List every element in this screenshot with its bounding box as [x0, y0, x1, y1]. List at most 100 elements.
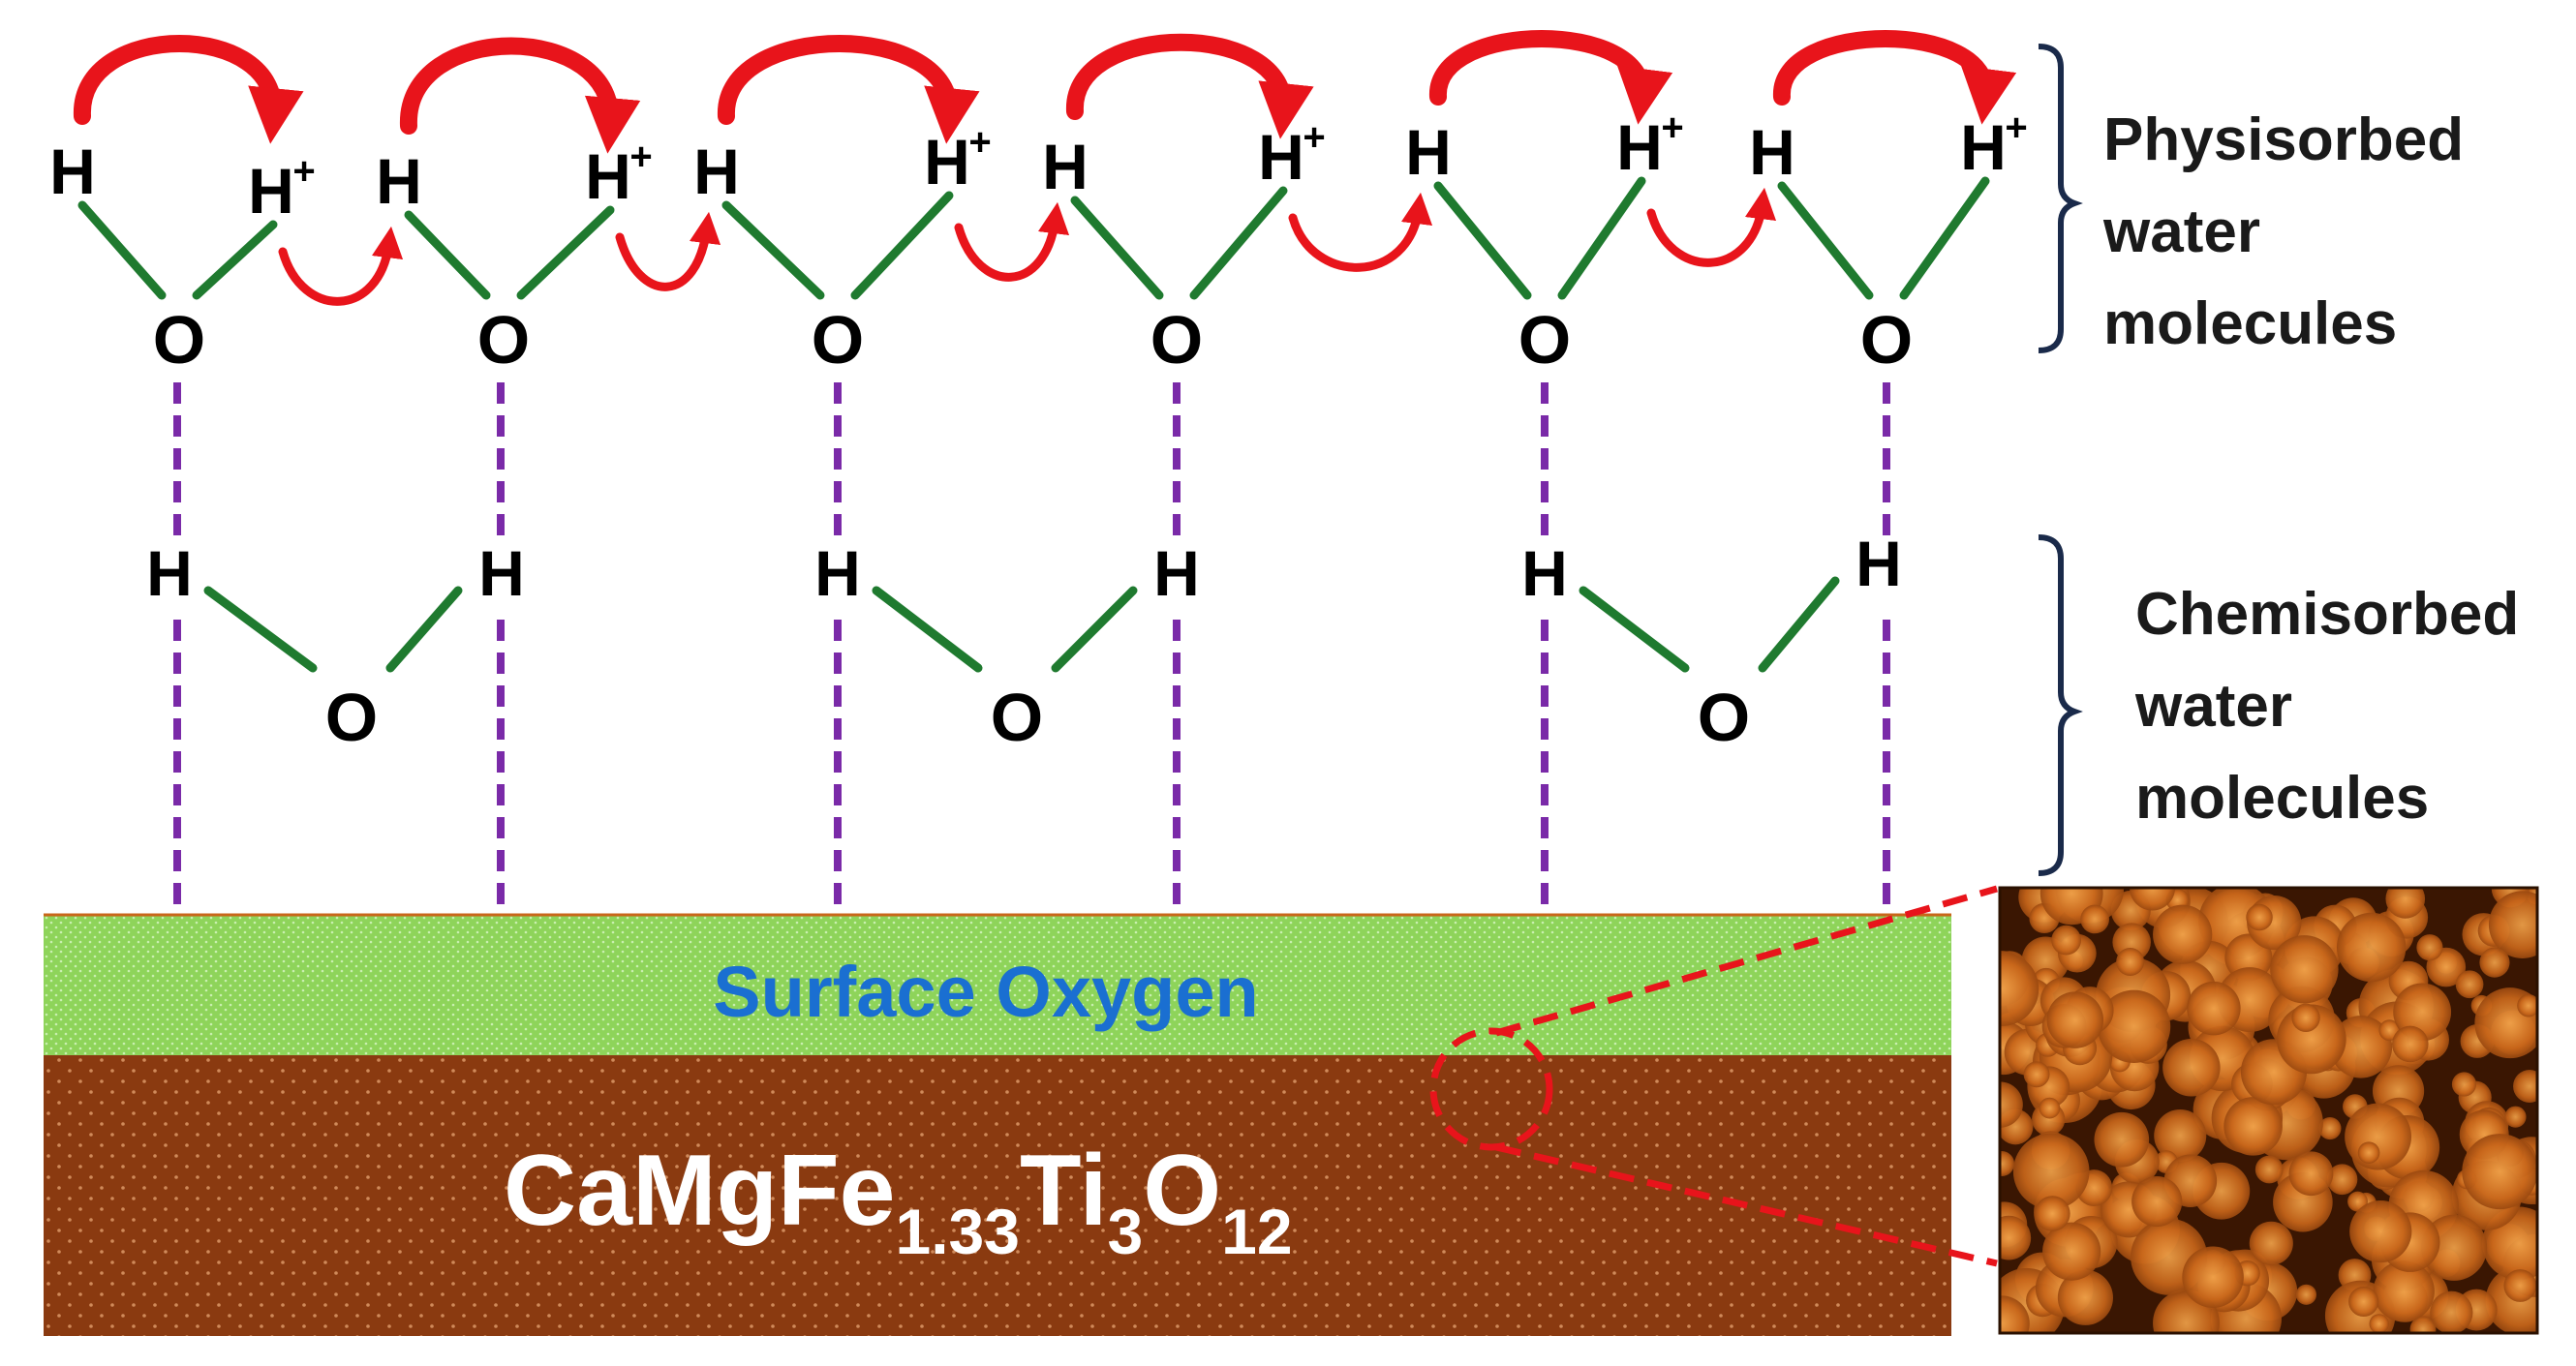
- hydrogen-atom: H: [376, 145, 422, 217]
- proton-atom: H: [924, 126, 970, 197]
- oh-bond: [1777, 181, 1874, 300]
- micrograph-grain: [2057, 1269, 2113, 1325]
- micrograph-grain: [2385, 888, 2426, 919]
- oh-bond: [1051, 586, 1138, 673]
- oh-bond: [192, 220, 278, 300]
- material-formula: CaMgFe1.33Ti3O12: [504, 1135, 1293, 1267]
- proton-atom: H: [1616, 111, 1663, 183]
- micrograph-grain: [2000, 1215, 2032, 1260]
- formula-part-3: O: [1143, 1135, 1221, 1247]
- chemisorbed-label-line-1: Chemisorbed: [2135, 581, 2519, 648]
- hydrogen-bonds: [173, 382, 1890, 905]
- micrograph-grain: [2349, 1200, 2412, 1263]
- micrograph-grain: [2451, 1072, 2477, 1097]
- micrograph-grain: [2000, 952, 2039, 1026]
- zoom-callout: [1429, 885, 1998, 1267]
- oxygen-atom: O: [1860, 302, 1913, 378]
- micrograph-grain: [2094, 1111, 2150, 1168]
- zoom-line-bottom: [1495, 1143, 1998, 1267]
- proton-hop-arrow-small: [615, 211, 721, 291]
- proton-hop-arrow-small: [1646, 187, 1777, 267]
- oh-bond: [385, 586, 463, 673]
- hydrogen-atom: H: [1855, 528, 1902, 599]
- hydrogen-atom: H: [1405, 116, 1452, 188]
- micrograph-grain: [2182, 1246, 2244, 1308]
- micrograph-grain: [2131, 1175, 2183, 1228]
- micrograph-grain: [2348, 1286, 2379, 1318]
- formula-sub-3: 12: [1221, 1196, 1292, 1267]
- oxygen-atom: O: [1518, 302, 1571, 378]
- physisorbed-label-line-1: Physisorbed: [2103, 106, 2464, 173]
- physisorbed-label-line-3: molecules: [2103, 290, 2397, 357]
- hydrogen-atom: H: [1042, 131, 1089, 202]
- substrate-layer: [44, 1055, 1951, 1336]
- micrograph-grain: [2455, 970, 2484, 999]
- oh-bond: [1579, 586, 1690, 673]
- hydrogen-atom: H: [1153, 537, 1200, 609]
- micrograph-grain: [2329, 1016, 2393, 1078]
- micrograph-grain: [2318, 1116, 2342, 1140]
- micrograph-grain: [2246, 903, 2273, 931]
- proton-charge: +: [629, 136, 652, 178]
- hydrogen-atom: H: [693, 136, 740, 207]
- micrograph-grain: [2223, 1097, 2283, 1156]
- oh-bond: [1758, 576, 1840, 673]
- hydrogen-atom: H: [814, 537, 861, 609]
- micrograph-grain: [2116, 948, 2145, 976]
- hydrogen-atom: H: [478, 537, 525, 609]
- formula-part-2: Ti: [1020, 1135, 1108, 1247]
- micrograph-grain: [2130, 888, 2176, 911]
- hydrogen-atom: H: [1521, 537, 1568, 609]
- oxygen-atom: O: [153, 302, 205, 378]
- micrograph-grain: [2430, 1290, 2473, 1333]
- proton-atom: H: [585, 140, 631, 212]
- oh-bond: [1433, 181, 1532, 300]
- oh-bond: [1070, 196, 1164, 300]
- oh-bond: [77, 200, 167, 300]
- proton-hop-arrow-small: [954, 201, 1070, 282]
- proton-hop-arrow-large: [399, 37, 641, 154]
- proton-charge: +: [1661, 106, 1683, 149]
- micrograph-grain: [2000, 1081, 2023, 1128]
- formula-sub-1: 1.33: [895, 1196, 1019, 1267]
- proton-hop-arrow-large: [1429, 30, 1673, 125]
- oh-bond: [1189, 186, 1288, 300]
- micrograph-grain: [2409, 1316, 2437, 1333]
- proton-hop-arrow-large: [73, 35, 304, 144]
- micrograph-grain: [2097, 989, 2171, 1063]
- oxygen-atom: O: [1698, 680, 1750, 755]
- micrograph-grain: [2517, 994, 2537, 1017]
- hydrogen-atom: H: [1749, 116, 1795, 188]
- physisorbed-label: Physisorbed water molecules: [2102, 106, 2480, 357]
- micrograph-grain: [2336, 912, 2407, 983]
- proton-hop-arrow-large: [1773, 30, 2017, 125]
- oh-bond: [1899, 176, 1990, 300]
- micrograph-grain: [2012, 1133, 2090, 1210]
- proton-charge: +: [2005, 106, 2027, 149]
- physisorbed-label-line-2: water: [2102, 198, 2260, 265]
- micrograph-grain: [2488, 891, 2537, 958]
- oh-bond: [872, 586, 983, 673]
- oxygen-atom: O: [991, 680, 1043, 755]
- oxygen-atom: O: [325, 680, 378, 755]
- proton-hop-arrows: [73, 30, 2017, 306]
- micrograph-grain: [2153, 904, 2213, 964]
- micrograph-grain: [2046, 991, 2104, 1048]
- chemisorbed-label: Chemisorbed water molecules: [2134, 581, 2535, 832]
- zoom-line-top: [1495, 885, 1998, 1037]
- micrograph-grain: [2000, 1151, 2015, 1176]
- oh-bond: [850, 191, 954, 300]
- micrograph-grain: [2357, 1141, 2380, 1164]
- micrograph-grain: [2345, 1103, 2412, 1170]
- micrograph-grain: [2162, 1039, 2221, 1097]
- micrograph-grain: [2042, 1222, 2101, 1281]
- surface-oxygen-label: Surface Oxygen: [713, 952, 1258, 1032]
- proton-charge: +: [292, 150, 315, 193]
- physisorbed-bracket: [2038, 44, 2083, 353]
- micrograph-frame: [1998, 886, 2539, 1335]
- oh-bond: [516, 205, 615, 300]
- micrograph-grain: [2513, 1070, 2537, 1103]
- surface-oxygen-layer: [44, 915, 1951, 1055]
